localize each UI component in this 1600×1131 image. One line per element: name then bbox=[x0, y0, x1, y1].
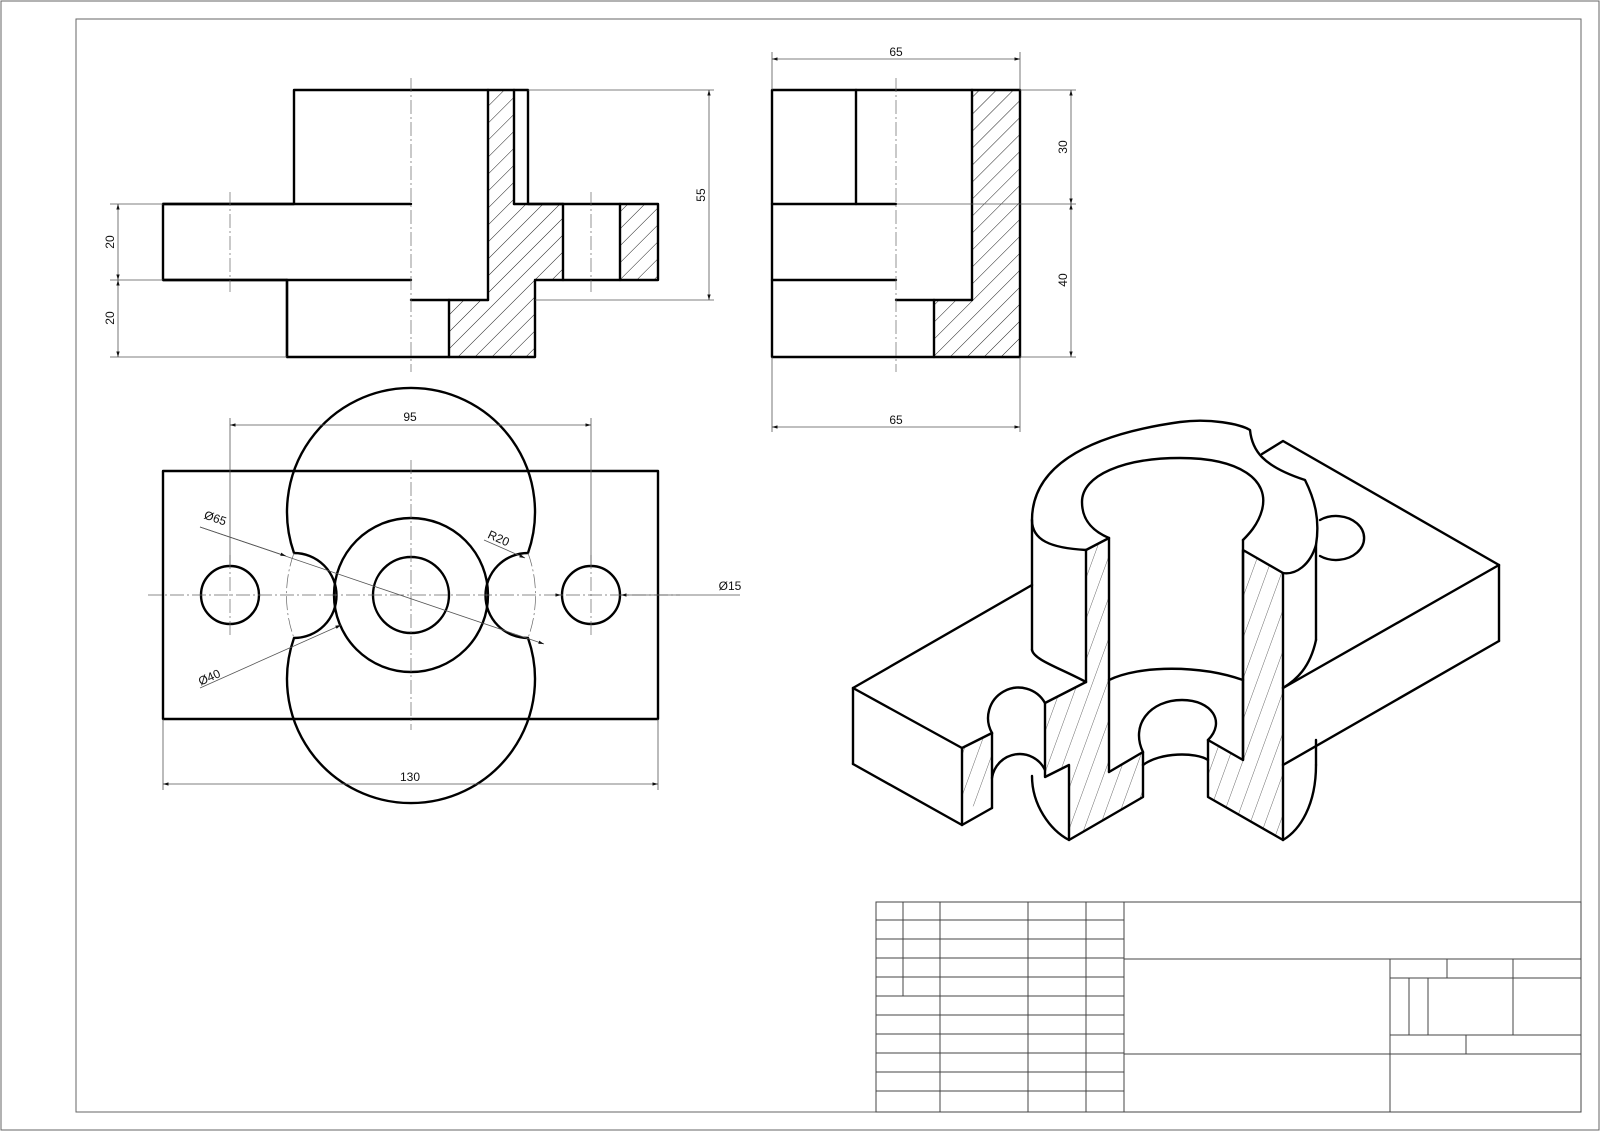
dim-side-lower-height: 40 bbox=[1056, 273, 1070, 287]
dim-side-bottom-width: 65 bbox=[889, 413, 903, 427]
title-block bbox=[875, 901, 1582, 1113]
front-section-view bbox=[110, 78, 714, 372]
dim-side-upper-height: 30 bbox=[1056, 140, 1070, 154]
dim-plan-bore-diameter: Ø40 bbox=[196, 666, 223, 688]
drawing-frame bbox=[75, 18, 1582, 1113]
dim-plan-notch-radius: R20 bbox=[486, 527, 512, 549]
dim-front-lower-height: 20 bbox=[103, 311, 117, 325]
dim-plan-length: 130 bbox=[400, 770, 420, 784]
dim-side-top-width: 65 bbox=[889, 45, 903, 59]
side-view-dimensions: 65 65 30 40 bbox=[772, 45, 1073, 429]
isometric-section-view bbox=[851, 419, 1501, 842]
plan-view bbox=[148, 386, 680, 805]
plan-view-dimensions: 95 130 Ø65 Ø40 R20 Ø15 bbox=[163, 410, 742, 786]
dim-front-upper-height: 20 bbox=[103, 235, 117, 249]
dim-plan-hole-diameter: Ø15 bbox=[719, 579, 742, 593]
front-view-dimensions: 20 20 55 bbox=[103, 90, 711, 357]
side-section-view bbox=[770, 52, 1076, 432]
dim-plan-boss-diameter: Ø65 bbox=[202, 508, 228, 529]
dim-plan-hole-spacing: 95 bbox=[403, 410, 417, 424]
dim-front-total-height: 55 bbox=[694, 188, 708, 202]
